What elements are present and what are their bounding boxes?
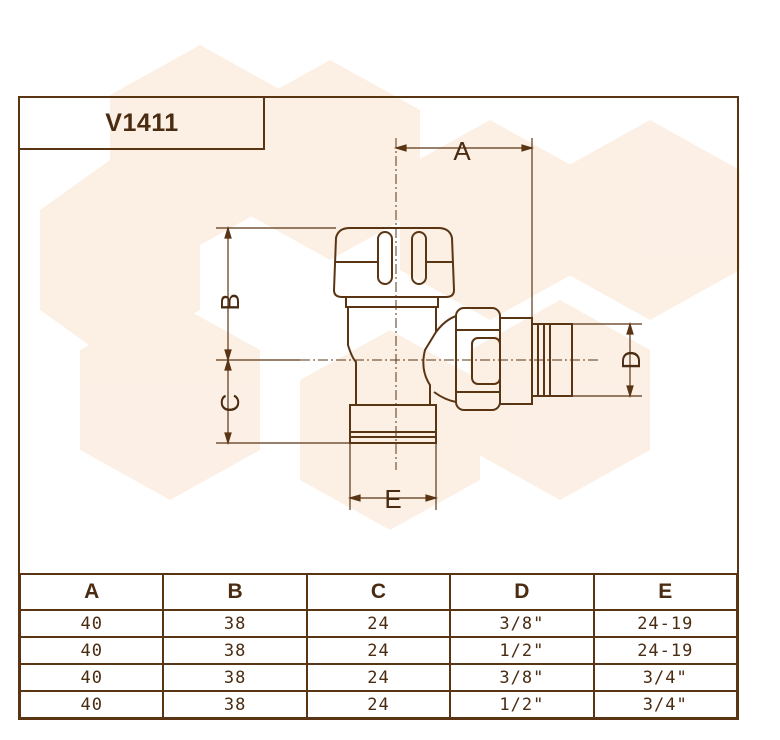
product-code: V1411 xyxy=(105,108,179,137)
dim-label-e: E xyxy=(384,484,401,514)
table-cell: 38 xyxy=(162,636,308,665)
cap-rib-left xyxy=(377,231,393,285)
column-header: D xyxy=(449,573,595,611)
table-cell: 38 xyxy=(162,609,308,638)
table-cell: 24-19 xyxy=(592,609,739,638)
column-header: B xyxy=(162,573,308,611)
column-header: A xyxy=(18,573,165,611)
table-cell: 40 xyxy=(18,636,165,665)
valve-body xyxy=(347,306,437,406)
valve-cap xyxy=(332,227,456,298)
title-box xyxy=(18,96,265,150)
table-cell: 3/4" xyxy=(592,663,739,692)
cap-rib-right xyxy=(411,231,427,285)
table-cell: 3/4" xyxy=(592,690,739,719)
table-cell: 40 xyxy=(18,609,165,638)
bottom-outlet xyxy=(349,404,437,444)
table-cell: 40 xyxy=(18,663,165,692)
dim-label-c: C xyxy=(215,394,245,413)
table-cell: 1/2" xyxy=(449,636,595,665)
table-row: 40 38 24 3/8" 3/4" xyxy=(18,663,739,692)
table-header-row: A B C D E xyxy=(18,573,739,611)
table-row: 40 38 24 1/2" 24-19 xyxy=(18,636,739,665)
table-cell: 38 xyxy=(162,663,308,692)
valve-drawing xyxy=(332,227,573,444)
column-header: C xyxy=(305,573,452,611)
dim-label-d: D xyxy=(616,351,646,370)
drawing-frame xyxy=(18,96,739,720)
valve-collar xyxy=(345,296,439,308)
dimension-table: A B C D E 40 38 24 3/8" 24-19 40 38 24 1… xyxy=(18,573,739,719)
table-row: 40 38 24 3/8" 24-19 xyxy=(18,609,739,638)
table-cell: 40 xyxy=(18,690,165,719)
table-row: 40 38 24 1/2" 3/4" xyxy=(18,690,739,719)
table-cell: 24 xyxy=(305,609,452,638)
table-cell: 24-19 xyxy=(592,636,739,665)
watermark-hexagons xyxy=(40,45,740,530)
table-cell: 24 xyxy=(305,663,452,692)
column-header: E xyxy=(592,573,739,611)
table-cell: 24 xyxy=(305,636,452,665)
table-cell: 1/2" xyxy=(449,690,595,719)
dimension-lines xyxy=(216,138,642,510)
dim-label-b: B xyxy=(215,293,245,310)
dim-label-a: A xyxy=(453,136,471,166)
table-cell: 3/8" xyxy=(449,609,595,638)
bottom-thread-lines xyxy=(350,431,436,438)
table-cell: 3/8" xyxy=(449,663,595,692)
table-cell: 38 xyxy=(162,690,308,719)
table-cell: 24 xyxy=(305,690,452,719)
